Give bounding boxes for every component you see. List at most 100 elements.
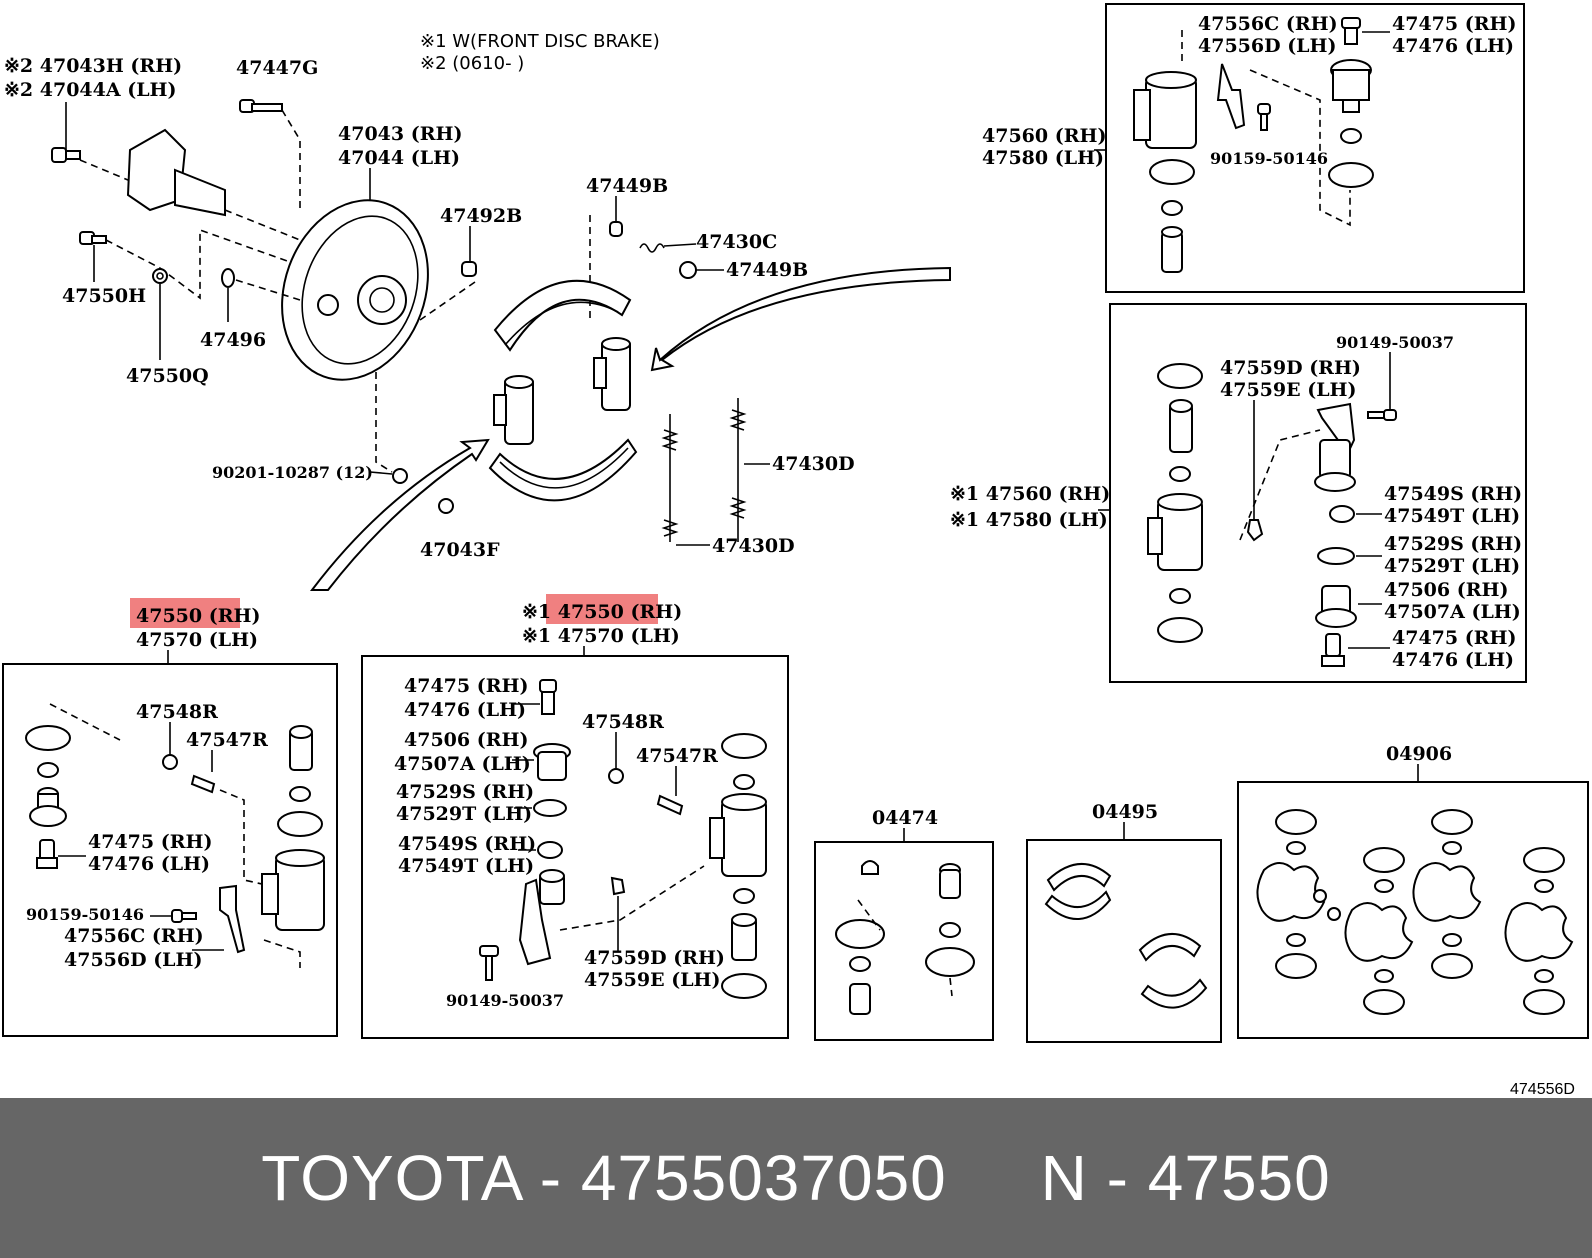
washer-icon	[221, 268, 235, 288]
diagram-reference-code: 474556D	[1510, 1081, 1575, 1098]
nut-icon	[679, 261, 697, 279]
bolt-icon	[79, 231, 107, 245]
bracket-icon	[219, 884, 246, 954]
bleeder-cap-icon	[608, 768, 624, 784]
cup-icon	[37, 762, 59, 778]
label-47547R-middle: 47547R	[636, 745, 718, 767]
label-47447G: 47447G	[236, 57, 318, 79]
label-47547R-left: 47547R	[186, 729, 268, 751]
bleeder-screw-icon	[1341, 17, 1361, 45]
label-47556C-left: 47556C (RH)	[64, 925, 204, 947]
cup-icon	[289, 786, 311, 802]
exploded-view-drawing: ※1 W(FRONT DISC BRAKE) ※2 (0610- ) ※2 47…	[2, 3, 1589, 1098]
cup-icon	[1169, 588, 1191, 604]
label-90201-10287: 90201-10287 (12)	[212, 463, 373, 482]
label-47496: 47496	[200, 329, 266, 351]
backing-plate-icon	[281, 199, 429, 381]
brake-shoe-set-icon	[1044, 862, 1208, 1009]
label-47550H: 47550H	[62, 285, 146, 307]
note-front-disc-brake: ※1 W(FRONT DISC BRAKE)	[420, 31, 660, 52]
label-47430C: 47430C	[696, 231, 777, 253]
label-47529S-mid: 47529S (RH)	[1384, 533, 1522, 555]
clip-icon	[610, 876, 626, 896]
label-47529S-middle: 47529S (RH)	[396, 781, 534, 803]
pointer-arrow-icon	[650, 266, 951, 372]
note-date-range: ※2 (0610- )	[420, 53, 524, 74]
part-number-caption: TOYOTA - 4755037050 N - 47550	[261, 1142, 1331, 1214]
boot-icon	[1328, 162, 1374, 188]
wheel-cylinder-icon	[1133, 71, 1197, 149]
parts-diagram: ※1 W(FRONT DISC BRAKE) ※2 (0610- ) ※2 47…	[2, 3, 1589, 1098]
label-47475-top: 47475 (RH)	[1392, 13, 1516, 35]
highlight-47550-front	[546, 594, 658, 624]
label-47529T-middle: 47529T (LH)	[396, 803, 532, 825]
wheel-cylinder-icon	[493, 375, 534, 445]
brake-shoe-upper-icon	[493, 279, 632, 352]
label-90149-50037-right: 90149-50037	[1336, 333, 1454, 352]
bleeder-screw-icon	[656, 794, 684, 816]
washer-icon	[152, 268, 168, 284]
label-47476-left: 47476 (LH)	[88, 853, 210, 875]
boot-icon	[1157, 363, 1203, 389]
seal-icon	[533, 799, 567, 817]
label-47550-bottom-left: 47550 (RH)	[136, 605, 260, 627]
label-47506-mid: 47506 (RH)	[1384, 579, 1508, 601]
piston-icon	[539, 869, 565, 905]
label-47043H: ※2 47043H (RH)	[4, 55, 182, 77]
label-47549T-middle: 47549T (LH)	[398, 855, 534, 877]
return-spring-icon	[661, 414, 679, 542]
nut-icon	[438, 498, 454, 514]
cup-icon	[1340, 128, 1362, 144]
piston-icon	[29, 787, 67, 827]
label-47043: 47043 (RH)	[338, 123, 462, 145]
wheel-cylinder-box-bottom-left	[2, 663, 338, 1037]
bolt-icon	[1257, 103, 1271, 131]
bolt-icon	[1367, 409, 1397, 421]
label-47492B: 47492B	[440, 205, 522, 227]
label-47556D-top: 47556D (LH)	[1198, 35, 1336, 57]
footer-bar: TOYOTA - 4755037050 N - 47550	[0, 1098, 1592, 1258]
label-47559E-right: 47559E (LH)	[1220, 379, 1357, 401]
highlight-47550	[130, 598, 240, 628]
label-47556C-top: 47556C (RH)	[1198, 13, 1338, 35]
cup-icon	[537, 841, 563, 859]
label-47044A: ※2 47044A (LH)	[4, 79, 177, 101]
bleeder-screw-icon	[539, 679, 557, 715]
bracket-icon	[518, 878, 552, 966]
label-kit-04495: 04495	[1092, 801, 1158, 823]
label-47476-middle: 47476 (LH)	[404, 699, 526, 721]
kit-box-04474	[814, 841, 994, 1041]
piston-icon	[1161, 226, 1183, 273]
wheel-cylinder-box-middle	[1109, 303, 1527, 683]
piston-icon	[1314, 439, 1356, 492]
label-90159-50146-left: 90159-50146	[26, 905, 144, 924]
label-47506-middle: 47506 (RH)	[404, 729, 528, 751]
label-47430D-bottom: 47430D	[712, 535, 795, 557]
piston-icon	[289, 725, 313, 771]
label-47559D-middle: 47559D (RH)	[584, 947, 725, 969]
cup-icon	[1169, 466, 1191, 482]
piston-icon	[1169, 399, 1193, 453]
bolt-icon	[51, 102, 81, 163]
seal-kit-parts-icon	[1256, 809, 1574, 1015]
bleeder-screw-icon	[190, 774, 216, 794]
clip-icon	[1246, 519, 1264, 542]
axle-flange-icon	[126, 128, 226, 217]
pointer-arrow-icon	[309, 438, 490, 591]
label-47548R-left: 47548R	[136, 701, 218, 723]
seal-icon	[1317, 547, 1355, 565]
label-90149-50037-middle: 90149-50037	[446, 991, 564, 1010]
label-47549S-mid: 47549S (RH)	[1384, 483, 1522, 505]
label-47560-top: 47560 (RH)	[982, 125, 1106, 147]
boot-icon	[277, 811, 323, 837]
cup-icon	[733, 774, 755, 790]
label-47430D-top: 47430D	[772, 453, 855, 475]
return-spring-icon	[729, 398, 747, 542]
nut-icon	[392, 468, 408, 484]
nut-icon	[609, 221, 623, 237]
label-47580-top: 47580 (LH)	[982, 147, 1104, 169]
bolt-icon	[171, 909, 197, 923]
label-47507A-middle: 47507A (LH)	[394, 753, 531, 775]
piston-icon	[1330, 59, 1372, 113]
label-47449B-bottom: 47449B	[726, 259, 808, 281]
